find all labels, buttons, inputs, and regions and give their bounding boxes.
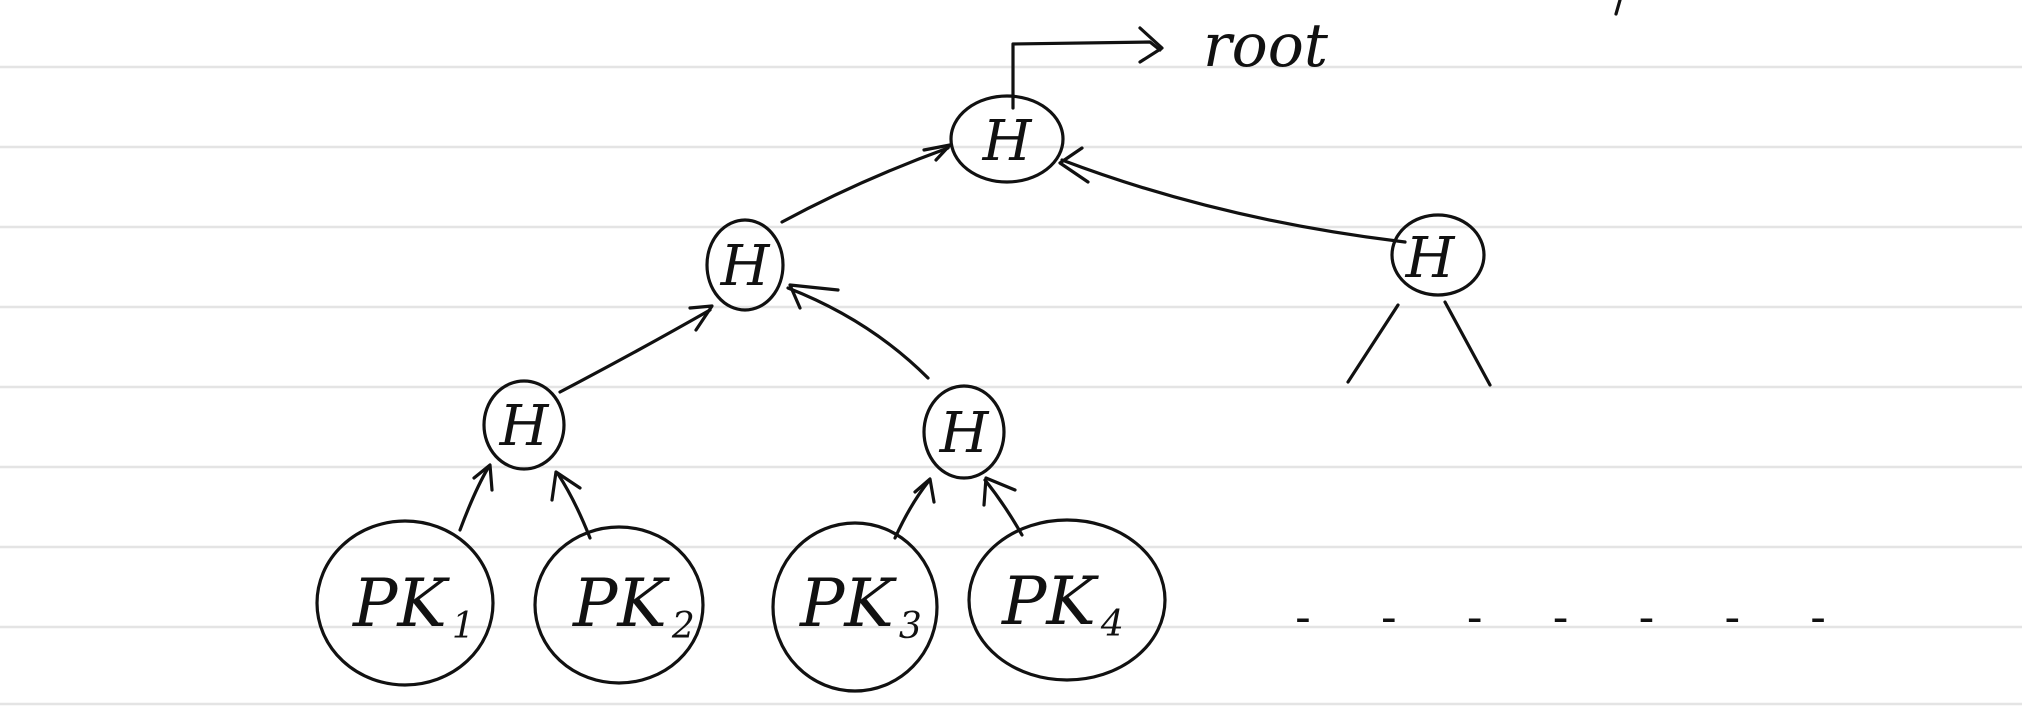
node-level2-right: H xyxy=(1390,213,1486,297)
node-level3-b: H xyxy=(922,384,1006,480)
edge-arrowhead xyxy=(550,470,582,502)
leaf-prefix: PK xyxy=(799,565,897,642)
edge-right-to-root xyxy=(1060,158,1407,244)
edge-arrowhead xyxy=(788,283,840,310)
leaf-pk2: PK 2 xyxy=(533,525,705,685)
cropped-marks xyxy=(1614,0,1622,16)
leaf-label: PK 4 xyxy=(1001,563,1124,645)
edge-right-stub xyxy=(1346,303,1400,384)
edge-l3a-to-l2 xyxy=(558,308,712,394)
ellipsis-dashes: - - - - - - - xyxy=(1295,592,1854,643)
node-circle xyxy=(922,384,1006,480)
leaf-circle xyxy=(533,525,705,685)
node-level2-left: H xyxy=(705,218,785,312)
leaf-label: PK 3 xyxy=(799,565,922,647)
leaf-subscript: 3 xyxy=(899,606,922,647)
edge-leaf3 xyxy=(893,480,930,540)
leaf-prefix: PK xyxy=(352,565,450,642)
node-level3-a: H xyxy=(482,379,566,471)
edge-arrowhead xyxy=(688,304,714,332)
leaf-label: PK 1 xyxy=(352,565,475,647)
edge-arrowhead xyxy=(982,476,1017,507)
tree-edges xyxy=(458,143,1492,540)
root-node: H xyxy=(949,94,1065,184)
leaf-pk4: PK 4 xyxy=(967,518,1167,682)
ruled-lines xyxy=(0,65,2022,706)
leaf-circle xyxy=(315,519,495,687)
node-label: H xyxy=(982,109,1033,174)
node-label: H xyxy=(499,394,550,459)
edge-leaf1 xyxy=(458,466,490,532)
node-label: H xyxy=(1405,226,1456,291)
node-label: H xyxy=(939,401,990,466)
leaf-pk1: PK 1 xyxy=(315,519,495,687)
edge-left-to-root xyxy=(780,146,950,224)
edge-leaf4 xyxy=(983,478,1024,537)
leaf-pk3: PK 3 xyxy=(771,521,939,693)
node-circle xyxy=(705,218,785,312)
root-label: root xyxy=(1203,11,1329,81)
continuation-ellipsis: - - - - - - - xyxy=(1295,592,1854,643)
cropped-stroke xyxy=(1614,0,1622,16)
leaf-circle xyxy=(967,518,1167,682)
root-arrow xyxy=(1011,40,1162,110)
hash-nodes: H H H H H xyxy=(482,94,1486,480)
edge-right-stub xyxy=(1443,300,1492,387)
node-circle xyxy=(1390,213,1486,297)
node-circle xyxy=(482,379,566,471)
root-pointer: root xyxy=(1011,11,1329,110)
node-circle xyxy=(949,94,1065,184)
leaf-prefix: PK xyxy=(572,565,670,642)
leaf-nodes: PK 1 PK 2 PK 3 PK xyxy=(315,518,1167,693)
edge-arrowhead xyxy=(1058,146,1090,184)
root-arrow-head xyxy=(1138,26,1164,64)
node-label: H xyxy=(720,234,771,299)
edge-arrowhead xyxy=(913,477,936,504)
edge-leaf2 xyxy=(556,472,592,540)
edge-l3b-to-l2 xyxy=(786,286,930,380)
leaf-label: PK 2 xyxy=(572,565,695,647)
leaf-prefix: PK xyxy=(1001,563,1099,640)
leaf-subscript: 4 xyxy=(1100,604,1124,645)
leaf-subscript: 1 xyxy=(452,606,475,647)
edge-arrowhead xyxy=(472,463,494,492)
leaf-circle xyxy=(771,521,939,693)
leaf-subscript: 2 xyxy=(671,606,695,647)
